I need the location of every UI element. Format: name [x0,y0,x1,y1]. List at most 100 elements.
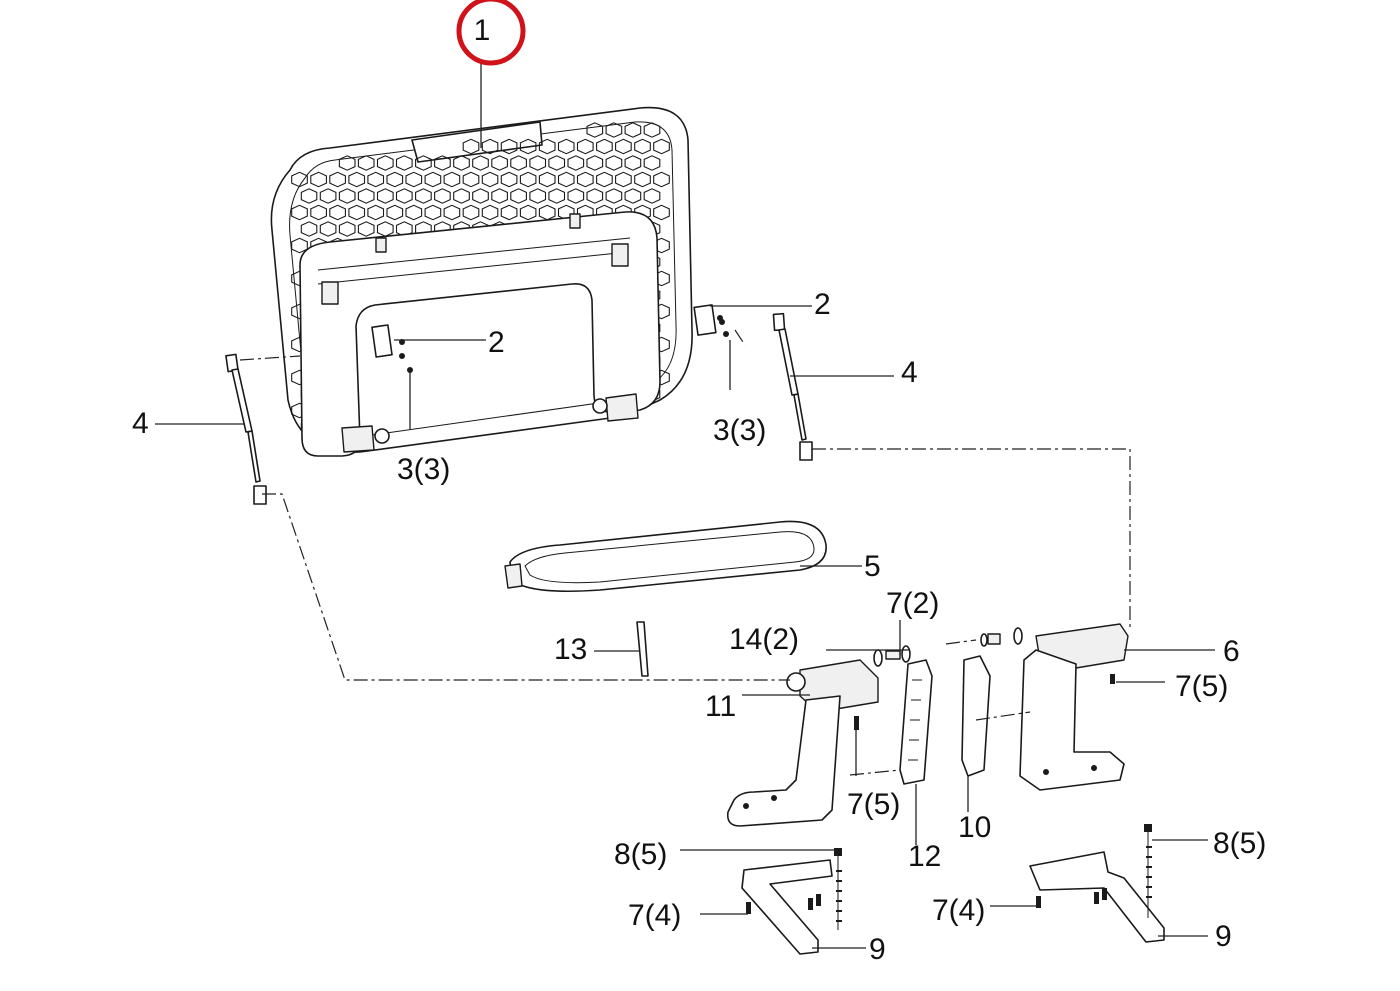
hex-cell [643,188,661,204]
hex-cell [634,171,651,188]
hex-cell [500,204,518,221]
hex-cell [291,171,308,188]
hex-cell [605,122,623,138]
hex-cell [605,188,623,204]
callout-9-left: 9 [869,933,886,966]
hex-cell [395,221,413,237]
hex-cell [510,188,527,204]
leader-lines [155,62,1215,949]
hex-cell [405,171,423,188]
hex-cell [395,188,413,204]
callout-7-5-left: 7(5) [847,788,900,821]
hex-cell [300,221,318,237]
hex-cell [653,171,670,188]
hex-cell [519,138,537,155]
hex-cell [500,171,518,188]
hex-cell [329,204,346,221]
callout-13: 13 [554,633,587,666]
hex-cell [481,171,499,188]
part-1-mesh-panel [270,106,693,457]
hex-cell [586,188,604,204]
hex-cell [367,171,385,188]
hex-cell [557,138,575,155]
hex-cell [538,171,556,188]
hex-cell [653,204,670,221]
hex-cell [643,155,661,171]
hex-cell [357,188,375,204]
part-2-bracket-left [371,324,413,373]
hex-cell [472,188,489,204]
hex-cell [586,155,604,171]
part-9-bracket-left [741,848,842,955]
hex-cell [386,204,404,221]
hex-cell [567,188,585,204]
part-4-gas-strut-right [772,312,813,461]
callout-9-right: 9 [1215,920,1232,953]
highlight-circle [456,0,526,66]
part-2-bracket-right [693,304,729,337]
hex-cell [529,155,547,171]
hex-cell [462,204,480,221]
callout-6: 6 [1223,635,1240,668]
hex-cell [310,171,327,188]
callout-7-5-right: 7(5) [1175,670,1228,703]
part-4-gas-strut-left [225,353,267,505]
hex-cell [605,155,623,171]
hex-cell [624,155,642,171]
part-11-left-leg [726,659,879,827]
callout-12: 12 [908,840,941,873]
part-14-washer [873,645,911,667]
hex-cell [338,188,356,204]
hex-cell [338,155,356,171]
hex-cell [386,171,404,188]
callout-11: 11 [705,690,736,723]
callout-7-4-left: 7(4) [628,899,681,932]
hex-cell [653,138,670,155]
callout-2-left: 2 [488,326,505,359]
hex-cell [567,155,585,171]
hex-cell [500,138,518,155]
hex-cell [453,188,470,204]
hex-cell [596,171,613,188]
hex-cell [462,171,480,188]
hex-cell [596,138,613,155]
hex-cell [510,155,527,171]
callout-7-4-right: 7(4) [932,894,985,927]
hex-cell [643,122,661,138]
hex-cell [634,138,651,155]
part-12-rail [899,659,933,785]
callout-10: 10 [958,811,991,844]
hex-cell [491,188,508,204]
callout-2-right: 2 [814,288,831,321]
hex-cell [538,204,556,221]
hex-cell [462,138,480,155]
hex-cell [434,188,451,204]
part-5-lid [504,520,827,593]
hex-cell [424,171,442,188]
hex-cell [415,155,432,171]
hex-cell [348,171,366,188]
hex-cell [348,204,366,221]
part-13-pin [636,621,649,677]
hex-cell [291,204,308,221]
hex-cell [443,171,461,188]
hex-cell [453,155,470,171]
callout-14-2: 14(2) [729,623,799,656]
hex-cell [519,204,537,221]
part-6-right-leg [1019,623,1129,791]
hex-cell [491,155,508,171]
hex-cell [424,204,442,221]
hex-cell [615,138,632,155]
hex-cell [300,188,318,204]
hex-cell [529,188,547,204]
callout-5: 5 [864,550,881,583]
hex-cell [329,171,346,188]
hex-cell [357,221,375,237]
hex-cell [586,122,604,138]
hex-cell [624,122,642,138]
callout-1: 1 [474,14,491,47]
callout-8-5-right: 8(5) [1213,827,1266,860]
hex-cell [310,204,327,221]
hex-cell [548,188,566,204]
